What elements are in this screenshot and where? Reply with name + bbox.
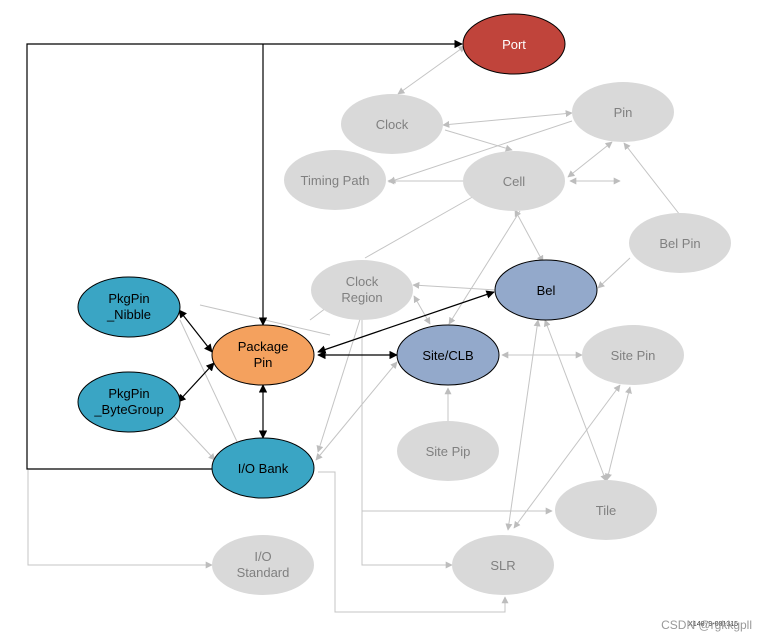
watermark: CSDN @rgkkgpll [661, 618, 752, 632]
edge-sitepin-slr [513, 384, 621, 529]
edge-cell-pin [567, 141, 613, 178]
node-package-pin-label-1: Package [238, 339, 289, 354]
node-slr[interactable]: SLR [452, 535, 554, 595]
node-io-standard-label-1: I/O [254, 549, 271, 564]
node-site-pin-label: Site Pin [611, 348, 656, 363]
edge-belpin-bel [597, 257, 631, 289]
node-bel-pin[interactable]: Bel Pin [629, 213, 731, 273]
node-io-bank-label: I/O Bank [238, 461, 289, 476]
node-clock-region[interactable]: Clock Region [311, 260, 413, 320]
edge-clockregion-cell [364, 194, 477, 259]
gray-edges [27, 45, 681, 613]
node-site-clb[interactable]: Site/CLB [396, 324, 500, 386]
edge-bel-packagepin [317, 290, 495, 354]
node-pkgpin-nibble-label-1: PkgPin [108, 291, 149, 306]
edge-nibble-packagepin [178, 309, 213, 353]
edge-vertical-slr [361, 310, 453, 569]
node-tile-label: Tile [596, 503, 616, 518]
edge-port-clock [397, 45, 466, 95]
node-port[interactable]: Port [462, 13, 566, 75]
edge-bel-slr [505, 319, 541, 531]
edge-clockregion-siteclb [413, 295, 431, 325]
edge-siteclb-iobank [315, 361, 398, 461]
node-clock-label: Clock [376, 117, 409, 132]
node-io-bank[interactable]: I/O Bank [211, 437, 315, 499]
node-site-pip[interactable]: Site Pip [397, 421, 499, 481]
node-site-pin[interactable]: Site Pin [582, 325, 684, 385]
black-edges [26, 39, 495, 470]
node-site-pip-label: Site Pip [426, 444, 471, 459]
node-site-clb-label: Site/CLB [422, 348, 473, 363]
edge-clock-cell [444, 129, 513, 152]
node-pin-label: Pin [614, 105, 633, 120]
node-cell-label: Cell [503, 174, 526, 189]
edge-bel-clockregion [412, 281, 497, 291]
node-clock[interactable]: Clock [341, 94, 443, 154]
edge-belpin-pin [623, 142, 681, 216]
edge-left-iostandard [27, 470, 213, 569]
node-port-label: Port [502, 37, 526, 52]
edge-cell-bel [514, 209, 544, 263]
node-io-standard-label-2: Standard [237, 565, 290, 580]
node-bel-pin-label: Bel Pin [659, 236, 700, 251]
node-pkgpin-bytegroup-label-2: _ByteGroup [93, 402, 163, 417]
node-clock-region-label-1: Clock [346, 274, 379, 289]
edge-sitepin-tile [605, 386, 632, 481]
node-package-pin-label-2: Pin [254, 355, 273, 370]
node-slr-label: SLR [490, 558, 515, 573]
edge-bytegroup-iobank [169, 411, 216, 461]
node-timing-path[interactable]: Timing Path [284, 150, 386, 210]
node-pkgpin-nibble-label-2: _Nibble [106, 307, 151, 322]
node-package-pin[interactable]: Package Pin [211, 324, 315, 386]
edge-clock-pin [442, 110, 573, 128]
node-bel-label: Bel [537, 283, 556, 298]
node-pkgpin-bytegroup-label-1: PkgPin [108, 386, 149, 401]
document-id: X14879-081315 [688, 621, 738, 628]
node-pin[interactable]: Pin [572, 82, 674, 142]
node-tile[interactable]: Tile [555, 480, 657, 540]
node-bel[interactable]: Bel [494, 259, 598, 321]
edge-loop-iobank-port [26, 39, 463, 470]
node-pkgpin-nibble[interactable]: PkgPin _Nibble [77, 276, 181, 338]
node-clock-region-label-2: Region [341, 290, 382, 305]
node-timing-path-label: Timing Path [301, 173, 370, 188]
node-pkgpin-bytegroup[interactable]: PkgPin _ByteGroup [77, 371, 181, 433]
edge-pin-timingpath [388, 120, 573, 184]
node-io-standard[interactable]: I/O Standard [212, 535, 314, 595]
edge-bytegroup-packagepin [177, 362, 215, 403]
node-cell[interactable]: Cell [463, 151, 565, 211]
edge-iobank-slr [318, 471, 509, 613]
